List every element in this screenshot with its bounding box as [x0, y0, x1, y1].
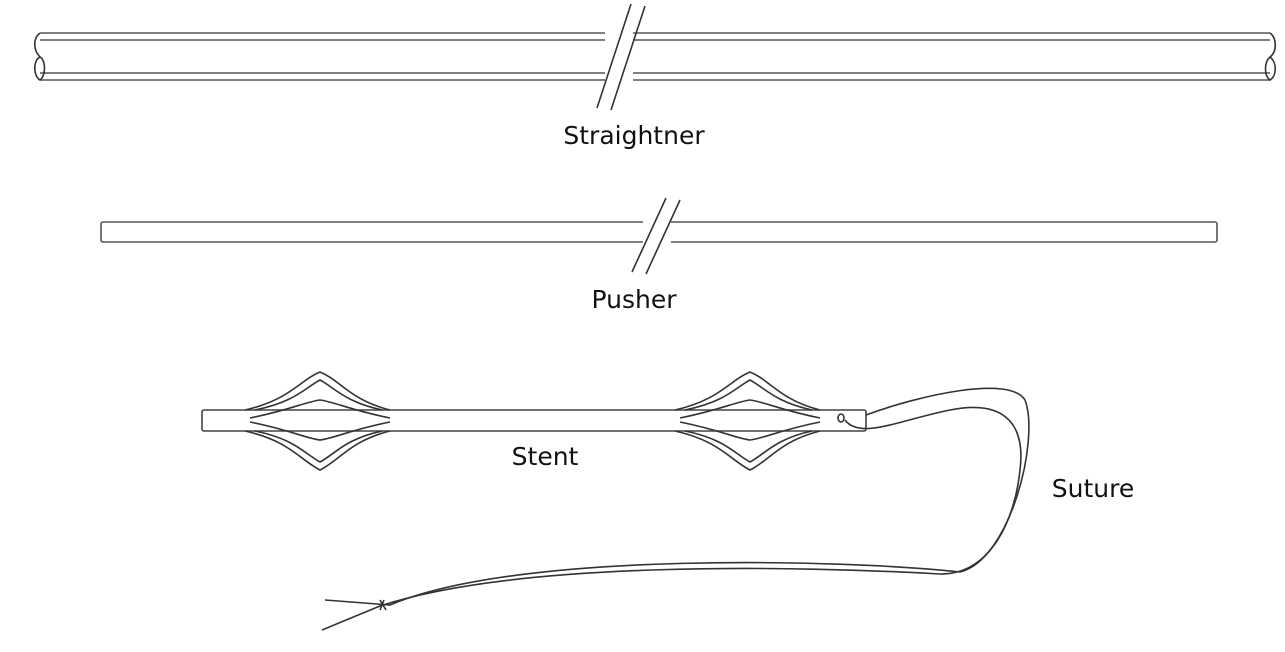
stent-wing-left [244, 371, 391, 471]
straightener-label: Straightner [563, 121, 705, 150]
pusher-label: Pusher [591, 285, 677, 314]
stent [201, 371, 867, 471]
suture-label: Suture [1051, 474, 1135, 503]
straightener-tube [33, 3, 1277, 111]
pusher-rod [100, 197, 1218, 275]
suture [321, 387, 1030, 631]
stent-wing-right [674, 371, 821, 471]
stent-label: Stent [511, 442, 579, 471]
